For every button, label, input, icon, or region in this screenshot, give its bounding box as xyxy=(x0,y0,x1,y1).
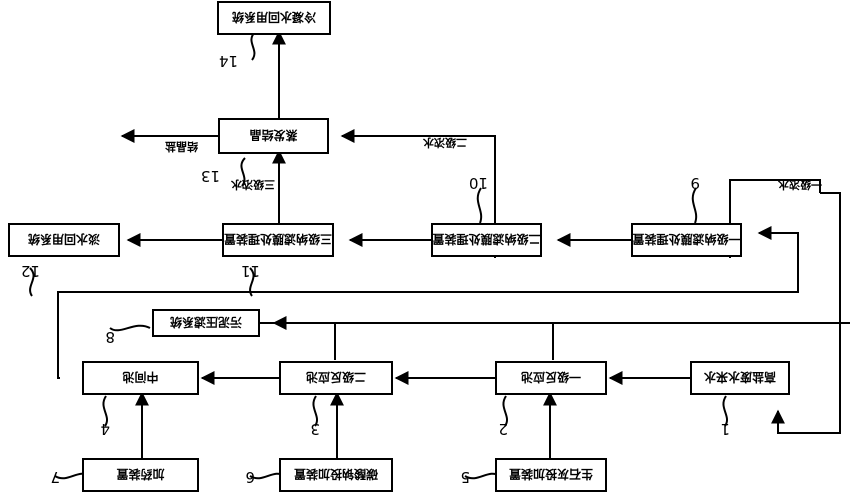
edge-label-tertiary-concentrate: 三级浓水 xyxy=(231,178,275,191)
ref-4: 4 xyxy=(100,420,110,438)
node-3: 二级反应池 xyxy=(279,361,393,395)
node-12: 淡水回用系统 xyxy=(8,223,120,257)
edge-reject-loop-to-1 xyxy=(771,192,841,434)
leader-12 xyxy=(29,267,35,297)
ref-10: 10 xyxy=(468,174,488,192)
ref-1: 1 xyxy=(720,420,730,438)
leader-4 xyxy=(102,395,108,427)
leader-1 xyxy=(722,395,728,427)
node-7: 加药装置 xyxy=(82,458,199,492)
ref-8: 8 xyxy=(105,328,115,346)
leader-3 xyxy=(312,395,318,427)
ref-7: 7 xyxy=(50,468,60,486)
node-14: 冷凝水回用系统 xyxy=(217,1,331,35)
edge-10-reject-to-13 xyxy=(340,129,496,258)
ref-9: 9 xyxy=(690,174,700,192)
ref-5: 5 xyxy=(460,468,470,486)
ref-2: 2 xyxy=(498,420,508,438)
edge-label-crystal-salt: 结晶盐 xyxy=(165,140,198,153)
node-5: 生石灰投加装置 xyxy=(495,458,607,492)
node-9: 一级纳滤膜处理装置 xyxy=(631,223,742,257)
ref-6: 6 xyxy=(245,468,255,486)
node-10: 二级纳滤膜处理装置 xyxy=(431,223,542,257)
leader-14 xyxy=(250,31,256,61)
edge-label-primary-concentrate: 一级浓水 xyxy=(778,178,822,191)
node-6: 碳酸钠投加装置 xyxy=(279,458,393,492)
ref-12: 12 xyxy=(20,262,40,280)
node-1: 高盐废水来水 xyxy=(690,361,790,395)
edge-label-secondary-concentrate: 二级浓水 xyxy=(423,136,467,149)
leader-11 xyxy=(249,267,255,297)
leader-13 xyxy=(240,157,246,187)
node-13: 蒸发结晶 xyxy=(218,118,329,154)
ref-3: 3 xyxy=(310,420,320,438)
edge-9-reject-to-1 xyxy=(729,179,821,258)
ref-11: 11 xyxy=(240,262,260,280)
node-2: 一级反应池 xyxy=(495,361,607,395)
ref-14: 14 xyxy=(218,52,238,70)
ref-13: 13 xyxy=(200,167,220,185)
node-4: 中间池 xyxy=(82,361,199,395)
edge-2-3-to-8 xyxy=(260,322,554,360)
leader-10 xyxy=(476,187,483,224)
edge-4-to-9 xyxy=(57,226,799,379)
node-11: 三级纳滤膜处理装置 xyxy=(222,223,334,257)
leader-2 xyxy=(502,395,508,427)
leader-9 xyxy=(691,187,698,224)
leader-8 xyxy=(109,324,151,332)
node-8: 污泥压滤系统 xyxy=(152,309,260,337)
